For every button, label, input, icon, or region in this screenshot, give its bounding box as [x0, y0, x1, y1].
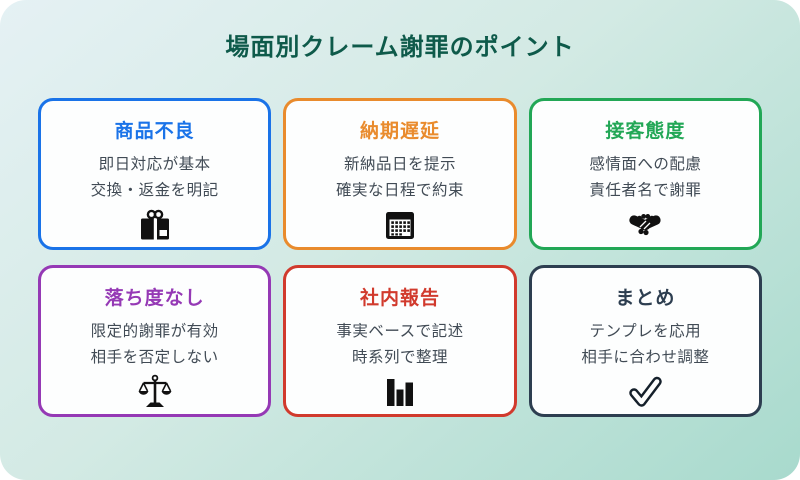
card-title: 納期遅延 — [359, 121, 440, 142]
card-delivery-delay: 納期遅延 新納品日を提示 確実な日程で約束 — [283, 98, 517, 250]
card-service-attitude: 接客態度 感情面への配慮 責任者名で謝罪 — [528, 98, 762, 250]
card-grid: 商品不良 即日対応が基本 交換・返金を明記 納期遅延 新納品日を提示 確実な日程… — [38, 98, 762, 417]
card-line: 相手を否定しない — [90, 349, 219, 367]
card-defective-product: 商品不良 即日対応が基本 交換・返金を明記 — [38, 98, 272, 250]
card-title: 商品不良 — [114, 121, 195, 142]
card-line: 交換・返金を明記 — [90, 182, 219, 200]
card-line: 事実ベースで記述 — [336, 323, 464, 340]
card-title: 社内報告 — [359, 288, 440, 309]
card-title: まとめ — [615, 288, 676, 309]
bar-chart-icon — [286, 374, 513, 410]
card-line: 感情面への配慮 — [589, 156, 702, 173]
card-line: 時系列で整理 — [351, 349, 448, 367]
handshake-icon — [532, 207, 759, 243]
card-no-fault: 落ち度なし 限定的謝罪が有効 相手を否定しない — [38, 265, 272, 417]
gift-icon — [41, 207, 268, 243]
card-line: 即日対応が基本 — [98, 156, 211, 173]
card-summary: まとめ テンプレを応用 相手に合わせ調整 — [528, 265, 762, 417]
card-line: 新納品日を提示 — [343, 156, 456, 173]
card-line: テンプレを応用 — [589, 323, 702, 340]
page-title: 場面別クレーム謝罪のポイント — [225, 34, 575, 61]
card-line: 相手に合わせ調整 — [581, 349, 710, 367]
card-line: 限定的謝罪が有効 — [90, 323, 219, 340]
balance-scale-icon — [41, 374, 268, 410]
card-line: 確実な日程で約束 — [335, 182, 464, 200]
calendar-icon — [286, 207, 513, 243]
card-internal-report: 社内報告 事実ベースで記述 時系列で整理 — [283, 265, 517, 417]
card-title: 接客態度 — [605, 121, 686, 142]
check-icon — [532, 374, 759, 410]
card-title: 落ち度なし — [104, 288, 205, 309]
card-line: 責任者名で謝罪 — [589, 182, 702, 200]
